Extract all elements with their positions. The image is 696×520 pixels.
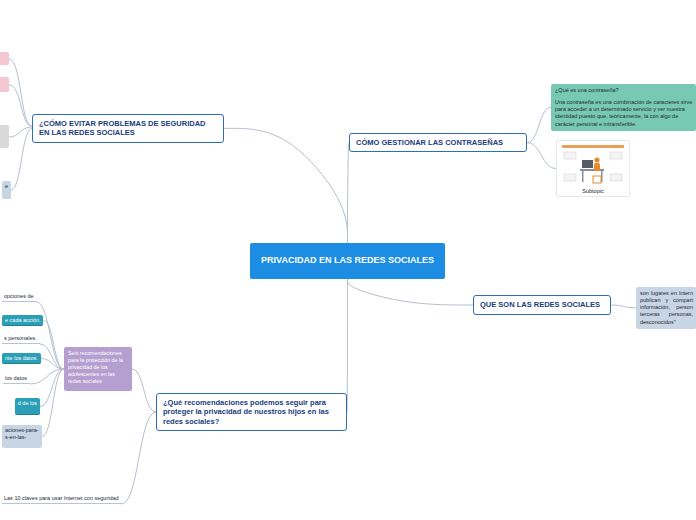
node-text: s personales. bbox=[4, 335, 37, 341]
info-card bbox=[564, 152, 576, 159]
branch-lines bbox=[9, 59, 32, 137]
leaf-topic: opciones de bbox=[2, 292, 37, 302]
leaf-topic: nte los datos. bbox=[2, 353, 41, 364]
node-text: QUE SON LAS REDES SOCIALES bbox=[480, 300, 600, 309]
node-text: Las 10 claves para usar Internet con seg… bbox=[4, 495, 119, 501]
text-group: e cada acción. bbox=[5, 317, 40, 323]
text-group: d de los bbox=[18, 400, 37, 406]
definition-box: ¿Qué es una contraseña? Una contraseña es… bbox=[551, 84, 696, 131]
branch-connector bbox=[348, 143, 350, 243]
text-group: aciones-para- s-en-las- bbox=[5, 427, 39, 442]
node-text: CÓMO GESTIONAR LAS CONTRASEÑAS bbox=[356, 138, 503, 147]
central-topic: PRIVACIDAD EN LAS REDES SOCIALES bbox=[250, 243, 445, 279]
leaf-topic: Las 10 claves para usar Internet con seg… bbox=[2, 494, 122, 504]
infographic-ground bbox=[560, 143, 626, 185]
node-text: Seis recomendaciones para la protección … bbox=[68, 350, 128, 384]
branch-line bbox=[9, 85, 32, 126]
node-text: Subtopic bbox=[582, 188, 603, 194]
subtopic-box: Seis recomendaciones para la protección … bbox=[64, 347, 132, 391]
subtopic-box: e bbox=[2, 181, 11, 199]
branch-connector bbox=[347, 279, 349, 412]
node-text: PRIVACIDAD EN LAS REDES SOCIALES bbox=[261, 255, 434, 267]
pink-box bbox=[0, 52, 9, 65]
main-topic: ¿Qué recomendaciones podemos seguir para… bbox=[156, 393, 347, 431]
grey-box bbox=[0, 125, 9, 148]
text-group: ¿Qué recomendaciones podemos seguir para… bbox=[163, 398, 340, 426]
leaf-topic: s personales. bbox=[2, 334, 40, 344]
branch-connector bbox=[40, 344, 64, 369]
infographic-heading bbox=[562, 145, 624, 148]
branch-line bbox=[9, 59, 32, 126]
text-group: s personales. bbox=[4, 335, 37, 341]
branch-connector bbox=[37, 302, 64, 369]
branch-connector bbox=[122, 412, 156, 504]
node-text: los datos bbox=[5, 375, 27, 381]
main-topic: QUE SON LAS REDES SOCIALES bbox=[473, 295, 611, 315]
text-group: ¿Qué es una contraseña? Una contraseña es… bbox=[555, 87, 693, 128]
node-text: e bbox=[5, 183, 8, 190]
node-text: nte los datos. bbox=[5, 355, 38, 361]
image-topic: Subtopic bbox=[556, 140, 630, 197]
text-group: nte los datos. bbox=[5, 355, 38, 361]
text-group: los datos bbox=[5, 375, 27, 381]
node-text: e cada acción. bbox=[5, 317, 40, 323]
branch-connector bbox=[43, 321, 64, 370]
text-group: CÓMO GESTIONAR LAS CONTRASEÑAS bbox=[356, 138, 503, 147]
info-card bbox=[610, 152, 622, 159]
definition-box: son lugares en Intern publican y compart… bbox=[636, 287, 696, 329]
branch-connector bbox=[41, 359, 64, 370]
text-group: e bbox=[5, 183, 8, 190]
branch-connector bbox=[224, 128, 348, 243]
text-group: opciones de bbox=[4, 293, 34, 299]
branch-connector bbox=[348, 279, 474, 305]
branch-connector bbox=[11, 128, 32, 190]
desk bbox=[580, 169, 604, 171]
text-group: Subtopic bbox=[582, 188, 603, 194]
text-group: Seis recomendaciones para la protección … bbox=[68, 350, 128, 384]
node-text: ¿Qué recomendaciones podemos seguir para… bbox=[163, 398, 340, 426]
text-group: son lugares en Intern publican y compart… bbox=[640, 290, 693, 326]
node-text: ¿CÓMO EVITAR PROBLEMAS DE SEGURIDAD EN L… bbox=[39, 119, 217, 138]
leaf-topic: e cada acción. bbox=[2, 315, 43, 326]
monitor bbox=[582, 160, 593, 168]
text-group: PRIVACIDAD EN LAS REDES SOCIALES bbox=[261, 255, 434, 267]
main-topic: ¿CÓMO EVITAR PROBLEMAS DE SEGURIDAD EN L… bbox=[32, 114, 224, 143]
branch-connector bbox=[40, 369, 64, 407]
leaf-topic: d de los bbox=[15, 398, 40, 415]
person-body bbox=[594, 163, 600, 171]
node-text: Una contraseña es una combinación de car… bbox=[555, 99, 693, 128]
branch-connector bbox=[611, 305, 636, 308]
node-text: aciones-para- s-en-las- bbox=[5, 427, 39, 442]
info-card bbox=[610, 174, 622, 181]
info-card bbox=[564, 174, 576, 181]
leaf-topic: los datos bbox=[3, 374, 30, 384]
leaf-topic: aciones-para- s-en-las- bbox=[2, 425, 42, 448]
node-text: ¿Qué es una contraseña? bbox=[555, 87, 693, 94]
text-group: ¿CÓMO EVITAR PROBLEMAS DE SEGURIDAD EN L… bbox=[39, 119, 217, 138]
branch-connector bbox=[42, 369, 64, 437]
pink-box bbox=[0, 77, 9, 92]
branch-connector bbox=[527, 143, 556, 169]
chair bbox=[593, 176, 601, 183]
text-group: QUE SON LAS REDES SOCIALES bbox=[480, 300, 600, 309]
desk-leg bbox=[582, 171, 584, 182]
node-text: opciones de bbox=[4, 293, 34, 299]
branch-connector bbox=[132, 369, 156, 412]
branch-connector bbox=[527, 107, 551, 142]
node-text: son lugares en Intern publican y compart… bbox=[640, 290, 693, 326]
text-group: Las 10 claves para usar Internet con seg… bbox=[4, 495, 119, 501]
person-head bbox=[594, 157, 599, 162]
infographic bbox=[560, 143, 626, 185]
main-topic: CÓMO GESTIONAR LAS CONTRASEÑAS bbox=[349, 133, 527, 152]
node-text: d de los bbox=[18, 400, 37, 406]
